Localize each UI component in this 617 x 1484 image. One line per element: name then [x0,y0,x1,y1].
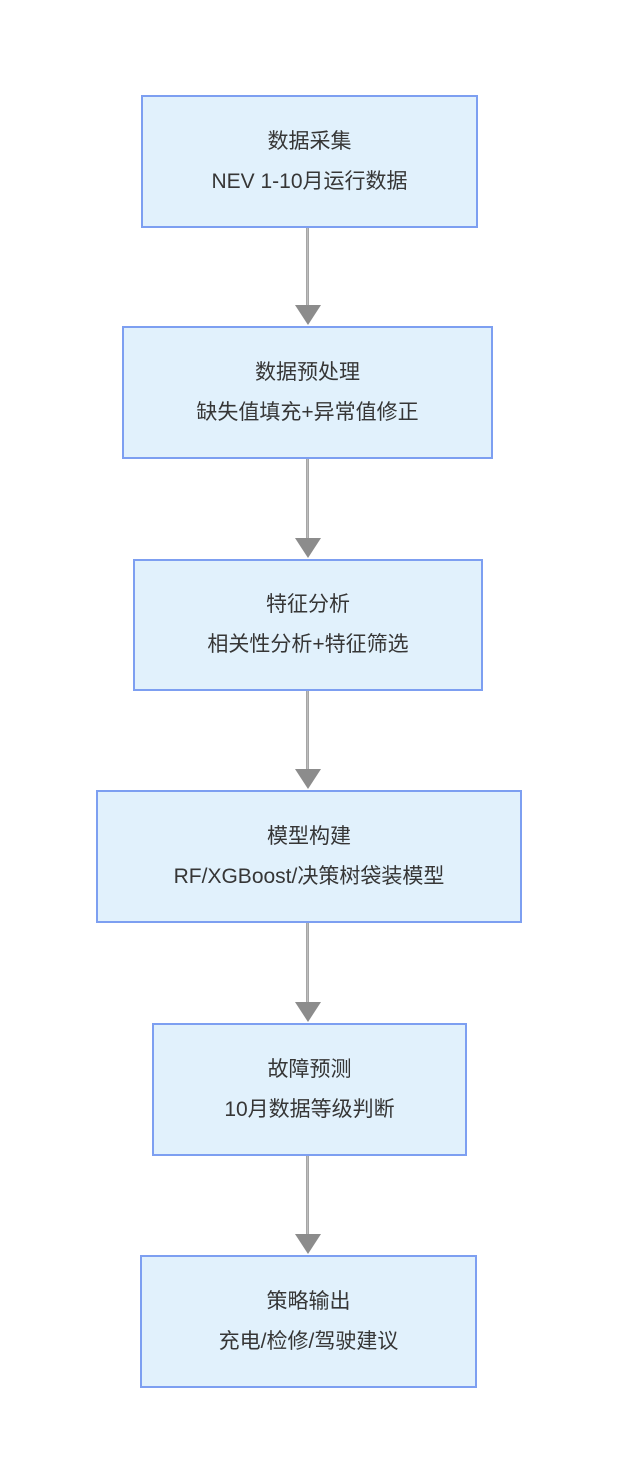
step-subtitle: 相关性分析+特征筛选 [207,633,409,656]
flow-step-preprocessing: 数据预处理 缺失值填充+异常值修正 [122,326,493,459]
step-subtitle: RF/XGBoost/决策树袋装模型 [173,864,445,888]
arrow-down-icon [295,305,321,325]
arrow-line [306,1156,309,1235]
arrow-down-icon [295,769,321,789]
step-title: 数据预处理 [255,360,360,384]
flow-step-strategy-output: 策略输出 充电/检修/驾驶建议 [140,1255,477,1388]
arrow-line [306,228,309,306]
arrow-line [306,691,309,770]
step-subtitle: 缺失值填充+异常值修正 [196,400,419,424]
step-subtitle: 10月数据等级判断 [224,1097,395,1121]
step-title: 故障预测 [267,1057,352,1081]
arrow-down-icon [295,1234,321,1254]
flow-step-fault-prediction: 故障预测 10月数据等级判断 [152,1023,467,1156]
arrow-down-icon [295,1002,321,1022]
step-title: 模型构建 [267,824,351,848]
step-title: 数据采集 [267,129,352,153]
arrow-line [306,459,309,539]
step-title: 策略输出 [266,1289,351,1313]
flow-step-feature-analysis: 特征分析 相关性分析+特征筛选 [133,559,483,691]
flow-step-model-building: 模型构建 RF/XGBoost/决策树袋装模型 [96,790,522,923]
flow-step-data-collection: 数据采集 NEV 1-10月运行数据 [141,95,478,228]
arrow-line [306,923,309,1003]
step-title: 特征分析 [266,593,350,616]
step-subtitle: NEV 1-10月运行数据 [211,169,408,193]
arrow-down-icon [295,538,321,558]
step-subtitle: 充电/检修/驾驶建议 [218,1329,399,1353]
